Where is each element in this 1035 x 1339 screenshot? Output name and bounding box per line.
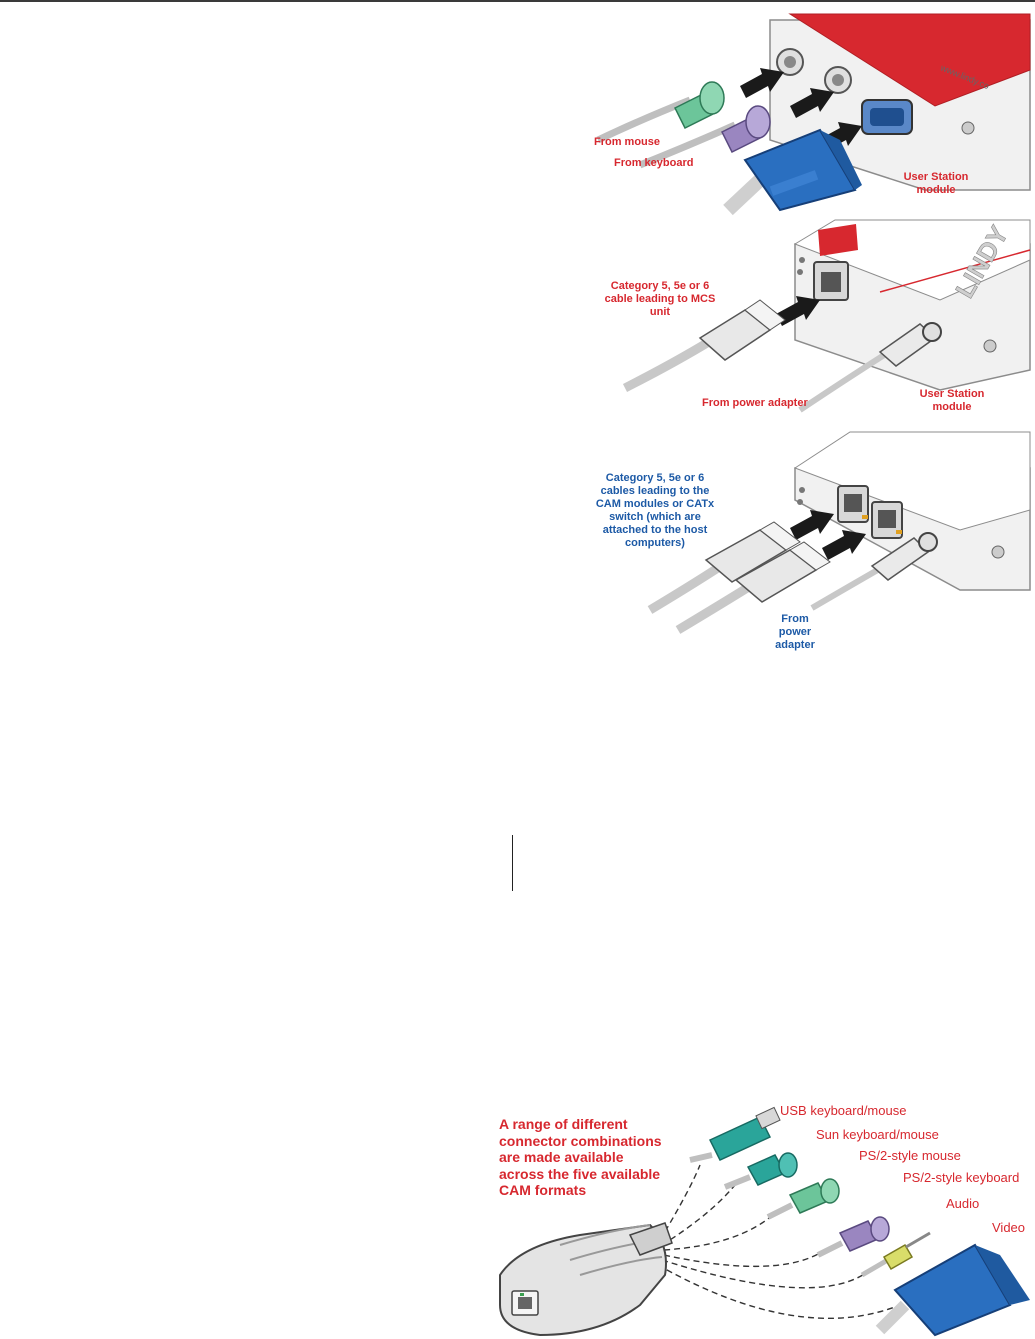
label-user-station-2-line1: User Station [904, 388, 1000, 401]
panel1-illustration: www.lindy.co [0, 0, 1035, 220]
vertical-divider [512, 835, 513, 891]
cam-callout-line5: CAM formats [499, 1182, 669, 1199]
label-user-station-1: User Station module [888, 171, 984, 197]
label-from-keyboard: From keyboard [614, 157, 714, 170]
label-user-station-1-line2: module [888, 184, 984, 197]
label-usb-keyboard-mouse: USB keyboard/mouse [780, 1103, 906, 1118]
label-cat-cables-cam-line6: computers) [580, 537, 730, 550]
label-cat-cable-mcs: Category 5, 5e or 6 cable leading to MCS… [598, 280, 722, 319]
label-from-mouse: From mouse [594, 136, 684, 149]
label-cat-cables-cam-line3: CAM modules or CATx [580, 498, 730, 511]
label-cat-cable-mcs-line3: unit [598, 306, 722, 319]
cam-callout-line2: connector combinations [499, 1133, 669, 1150]
label-cat-cables-cam-line1: Category 5, 5e or 6 [580, 472, 730, 485]
label-video: Video [992, 1220, 1025, 1235]
label-cat-cables-cam-line4: switch (which are [580, 511, 730, 524]
label-cat-cables-cam-line2: cables leading to the [580, 485, 730, 498]
panel2-illustration: LINDY [0, 220, 1035, 420]
label-audio: Audio [946, 1196, 979, 1211]
label-cat-cables-cam-line5: attached to the host [580, 524, 730, 537]
label-from-power-adapter-3-line2: power [766, 626, 824, 639]
label-ps2-mouse: PS/2-style mouse [859, 1148, 961, 1163]
label-from-power-adapter-3-line1: From [766, 613, 824, 626]
label-user-station-2-line2: module [904, 401, 1000, 414]
cam-callout: A range of different connector combinati… [499, 1116, 669, 1199]
label-from-power-adapter-3: From power adapter [766, 613, 824, 652]
label-cat-cable-mcs-line2: cable leading to MCS [598, 293, 722, 306]
cam-callout-line3: are made available [499, 1149, 669, 1166]
panel3-illustration [0, 420, 1035, 660]
cam-callout-line4: across the five available [499, 1166, 669, 1183]
label-ps2-keyboard: PS/2-style keyboard [903, 1170, 1019, 1185]
label-user-station-1-line1: User Station [888, 171, 984, 184]
label-user-station-2: User Station module [904, 388, 1000, 414]
label-from-power-adapter: From power adapter [702, 397, 822, 410]
cam-callout-line1: A range of different [499, 1116, 669, 1133]
label-cat-cable-mcs-line1: Category 5, 5e or 6 [598, 280, 722, 293]
label-sun-keyboard-mouse: Sun keyboard/mouse [816, 1127, 939, 1142]
label-from-power-adapter-3-line3: adapter [766, 639, 824, 652]
label-cat-cables-cam: Category 5, 5e or 6 cables leading to th… [580, 472, 730, 550]
